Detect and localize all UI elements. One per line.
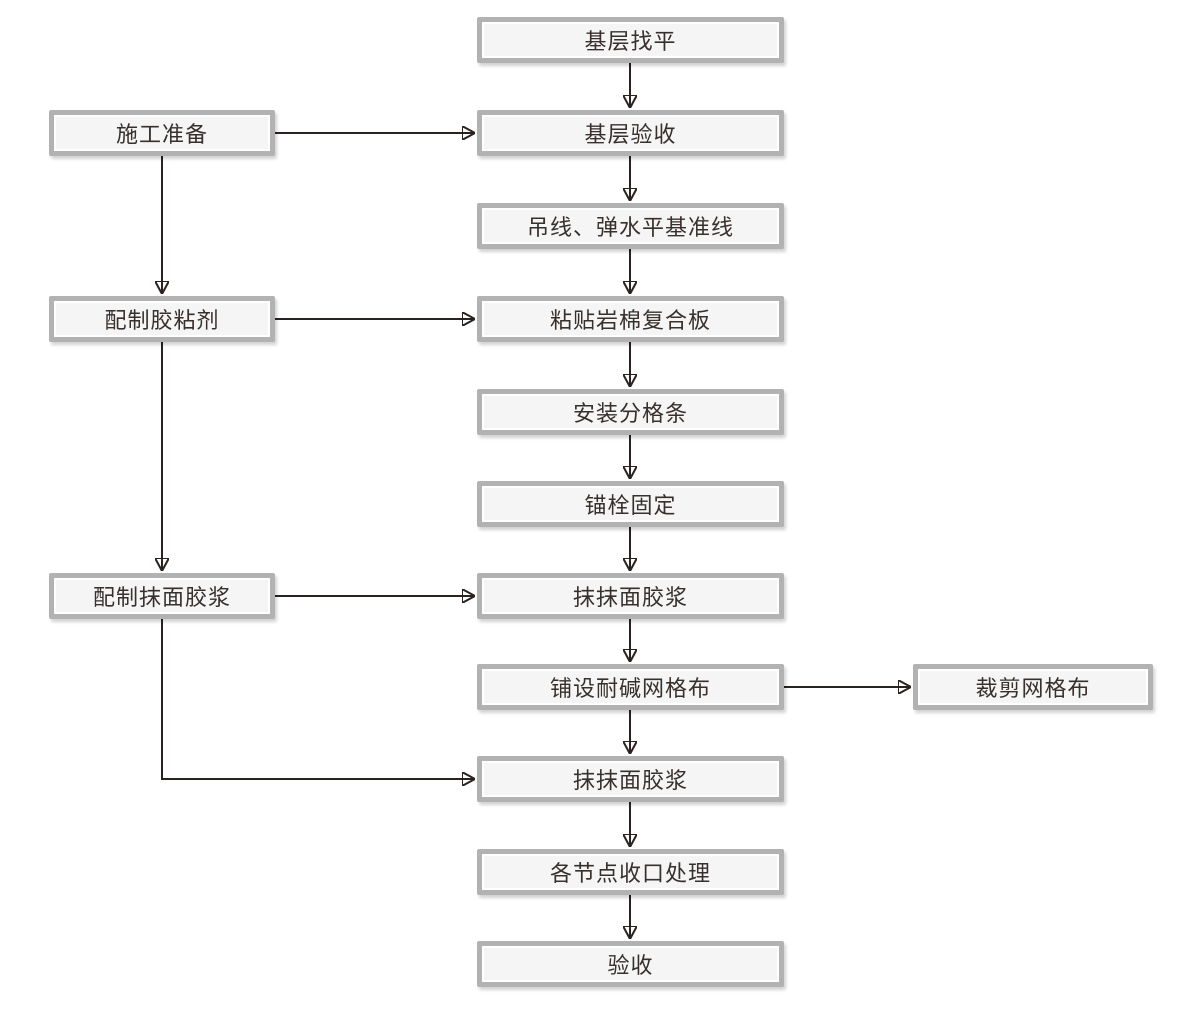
node-lay-alkali-resistant-mesh: 铺设耐碱网格布	[477, 664, 784, 710]
node-closing-treatment: 各节点收口处理	[477, 849, 784, 895]
arrow-surface-mortar-mix-to-mortar-2	[161, 619, 475, 779]
node-base-acceptance: 基层验收	[477, 110, 784, 156]
node-prepare-adhesive: 配制胶粘剂	[49, 296, 275, 342]
node-apply-surface-mortar-1: 抹抹面胶浆	[477, 573, 784, 619]
node-install-dividing-strips: 安装分格条	[477, 389, 784, 435]
node-cut-mesh-cloth: 裁剪网格布	[913, 664, 1153, 710]
node-apply-surface-mortar-2: 抹抹面胶浆	[477, 756, 784, 802]
node-prepare-surface-mortar: 配制抹面胶浆	[49, 573, 275, 619]
node-anchor-bolt-fixing: 锚栓固定	[477, 481, 784, 527]
node-paste-rockwool-board: 粘贴岩棉复合板	[477, 296, 784, 342]
node-final-acceptance: 验收	[477, 941, 784, 987]
node-hang-line-datum: 吊线、弹水平基准线	[477, 203, 784, 249]
node-construction-preparation: 施工准备	[49, 110, 275, 156]
node-base-leveling: 基层找平	[477, 17, 784, 63]
